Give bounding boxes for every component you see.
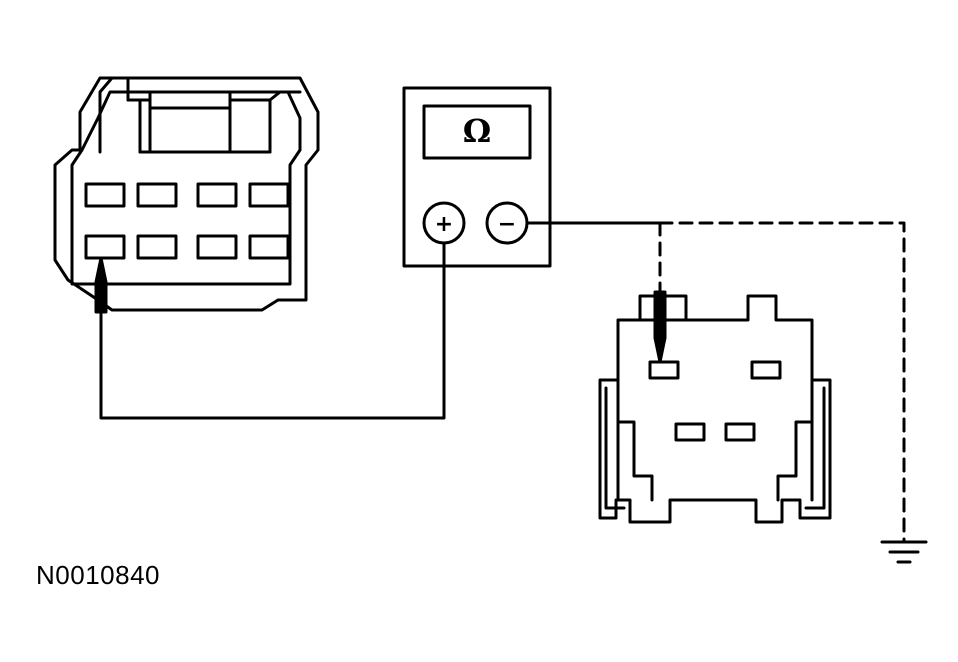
left-connector-latch [148, 90, 232, 154]
left-connector-body [53, 76, 320, 312]
positive-terminal-label: + [435, 212, 453, 237]
left-connector-inner [70, 90, 302, 286]
left-connector-cavity [248, 182, 290, 208]
right-connector-body [598, 294, 832, 524]
ohmmeter-body [402, 86, 552, 268]
ground-icon [880, 540, 928, 564]
positive-test-lead [99, 241, 446, 420]
left-connector-cavity [196, 182, 238, 208]
right-connector-cavity [750, 360, 782, 380]
right-connector-rail-left [616, 420, 654, 502]
negative-terminal-label: − [498, 212, 516, 237]
right-connector-cavity [724, 422, 756, 442]
ohm-symbol: Ω [463, 112, 491, 150]
right-connector-rail-right [776, 420, 814, 502]
left-connector-cavity [248, 234, 290, 260]
figure-id: N0010840 [36, 560, 160, 590]
left-connector-cavity [84, 182, 126, 208]
left-connector [53, 76, 320, 312]
left-connector-cavity [196, 234, 238, 260]
negative-probe-icon [653, 290, 667, 364]
positive-probe-icon [94, 256, 108, 314]
left-connector-cavity [136, 234, 178, 260]
right-connector [598, 294, 832, 524]
left-connector-cavity [84, 234, 126, 260]
right-connector-cavity [674, 422, 706, 442]
left-connector-latch-right [268, 90, 302, 154]
negative-lead-to-ground [658, 221, 906, 542]
ohmmeter-display [422, 104, 532, 160]
left-connector-latch-left [98, 76, 142, 154]
right-connector-cavity [648, 360, 680, 380]
left-connector-latch-top [148, 90, 232, 110]
left-connector-cavity [136, 182, 178, 208]
